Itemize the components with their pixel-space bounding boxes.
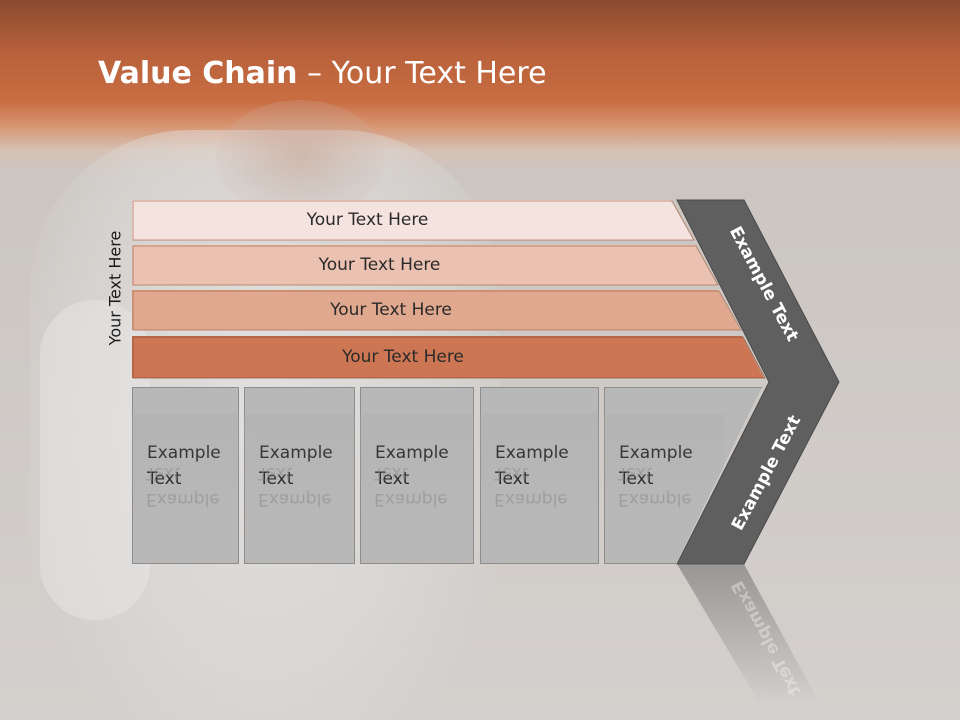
column-2-line1: Example [259, 440, 344, 466]
reflection-2-line1: Example [258, 489, 332, 509]
column-5-line1: Example [619, 440, 751, 466]
value-bar-2-label: Your Text Here [318, 255, 441, 275]
chevron-arrow [676, 199, 840, 565]
column-3-line1: Example [375, 440, 463, 466]
column-4-line2: Text [495, 466, 588, 492]
reflection-1-line2: Text [146, 463, 181, 483]
reflection-3-line1: Example [374, 489, 448, 509]
column-1-line1: Example [147, 440, 228, 466]
slide-title: Value Chain – Your Text Here [98, 56, 547, 91]
value-bar-4: Your Text Here [132, 336, 764, 378]
value-bar-3-label: Your Text Here [330, 300, 452, 320]
value-bar-4-label: Your Text Here [342, 347, 464, 367]
bar-outlines [132, 200, 766, 379]
column-2-line2: Text [259, 466, 344, 492]
value-bar-3: Your Text Here [132, 290, 740, 330]
title-rest: – Your Text Here [297, 56, 547, 91]
value-bar-2: Your Text Here [132, 245, 717, 285]
side-label: Your Text Here [105, 230, 125, 346]
column-1-line2: Text [147, 466, 228, 492]
reflection-4-line2: Text [494, 463, 529, 483]
column-4-line1: Example [495, 440, 588, 466]
title-bold: Value Chain [98, 56, 298, 91]
value-bar-1: Your Text Here [132, 200, 693, 240]
chevron-reflection [677, 564, 820, 704]
column-5-line2: Text [619, 466, 751, 492]
reflection-2-line2: Text [258, 463, 293, 483]
background-person-arm [40, 300, 150, 620]
reflection-3-line2: Text [374, 463, 409, 483]
column-3-line2: Text [375, 466, 463, 492]
reflection-4-line1: Example [494, 489, 568, 509]
value-bar-1-label: Your Text Here [306, 210, 429, 230]
reflection-1-line1: Example [146, 489, 220, 509]
